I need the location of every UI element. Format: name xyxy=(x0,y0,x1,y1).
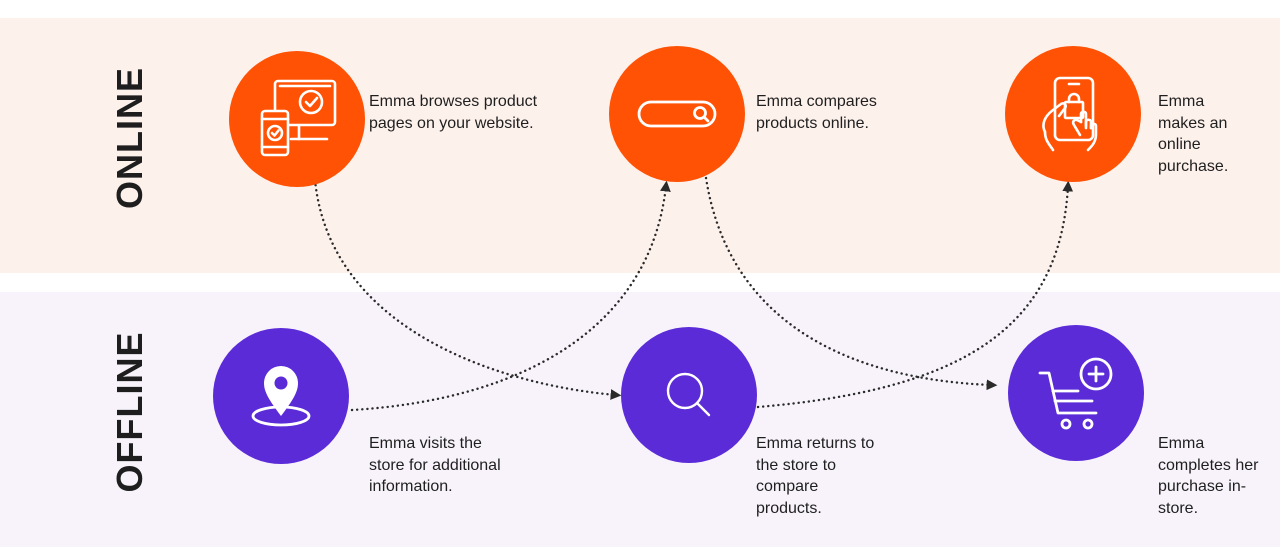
connector-browse-to-return xyxy=(313,178,622,400)
cart-add-icon xyxy=(1038,357,1113,430)
purchase-online-step-circle xyxy=(1005,46,1141,182)
browse-step-circle xyxy=(229,51,365,187)
connector-return-to-purchase-online xyxy=(756,180,1074,409)
connector-visit-to-compare xyxy=(350,180,671,412)
desktop-mobile-check-icon xyxy=(260,79,337,157)
location-pin-icon xyxy=(251,366,311,427)
visit-store-step-caption: Emma visits the store for additional inf… xyxy=(369,435,501,495)
compare-online-step-circle xyxy=(609,46,745,182)
return-store-step-circle xyxy=(621,327,757,463)
search-bar-icon xyxy=(637,100,717,128)
purchase-store-step-circle xyxy=(1008,325,1144,461)
phone-shopping-bag-icon xyxy=(1042,76,1098,152)
visit-store-step-circle xyxy=(213,328,349,464)
return-store-step-caption: Emma returns to the store to compare pro… xyxy=(756,435,875,517)
browse-step-caption: Emma browses product pages on your websi… xyxy=(369,93,538,132)
purchase-store-step-caption: Emma completes her purchase in-store. xyxy=(1158,435,1259,517)
connector-compare-to-purchase-store xyxy=(704,176,998,391)
purchase-online-step-caption: Emma makes an online purchase. xyxy=(1158,93,1229,175)
magnifier-icon xyxy=(666,372,711,417)
compare-online-step-caption: Emma compares products online. xyxy=(756,93,877,132)
